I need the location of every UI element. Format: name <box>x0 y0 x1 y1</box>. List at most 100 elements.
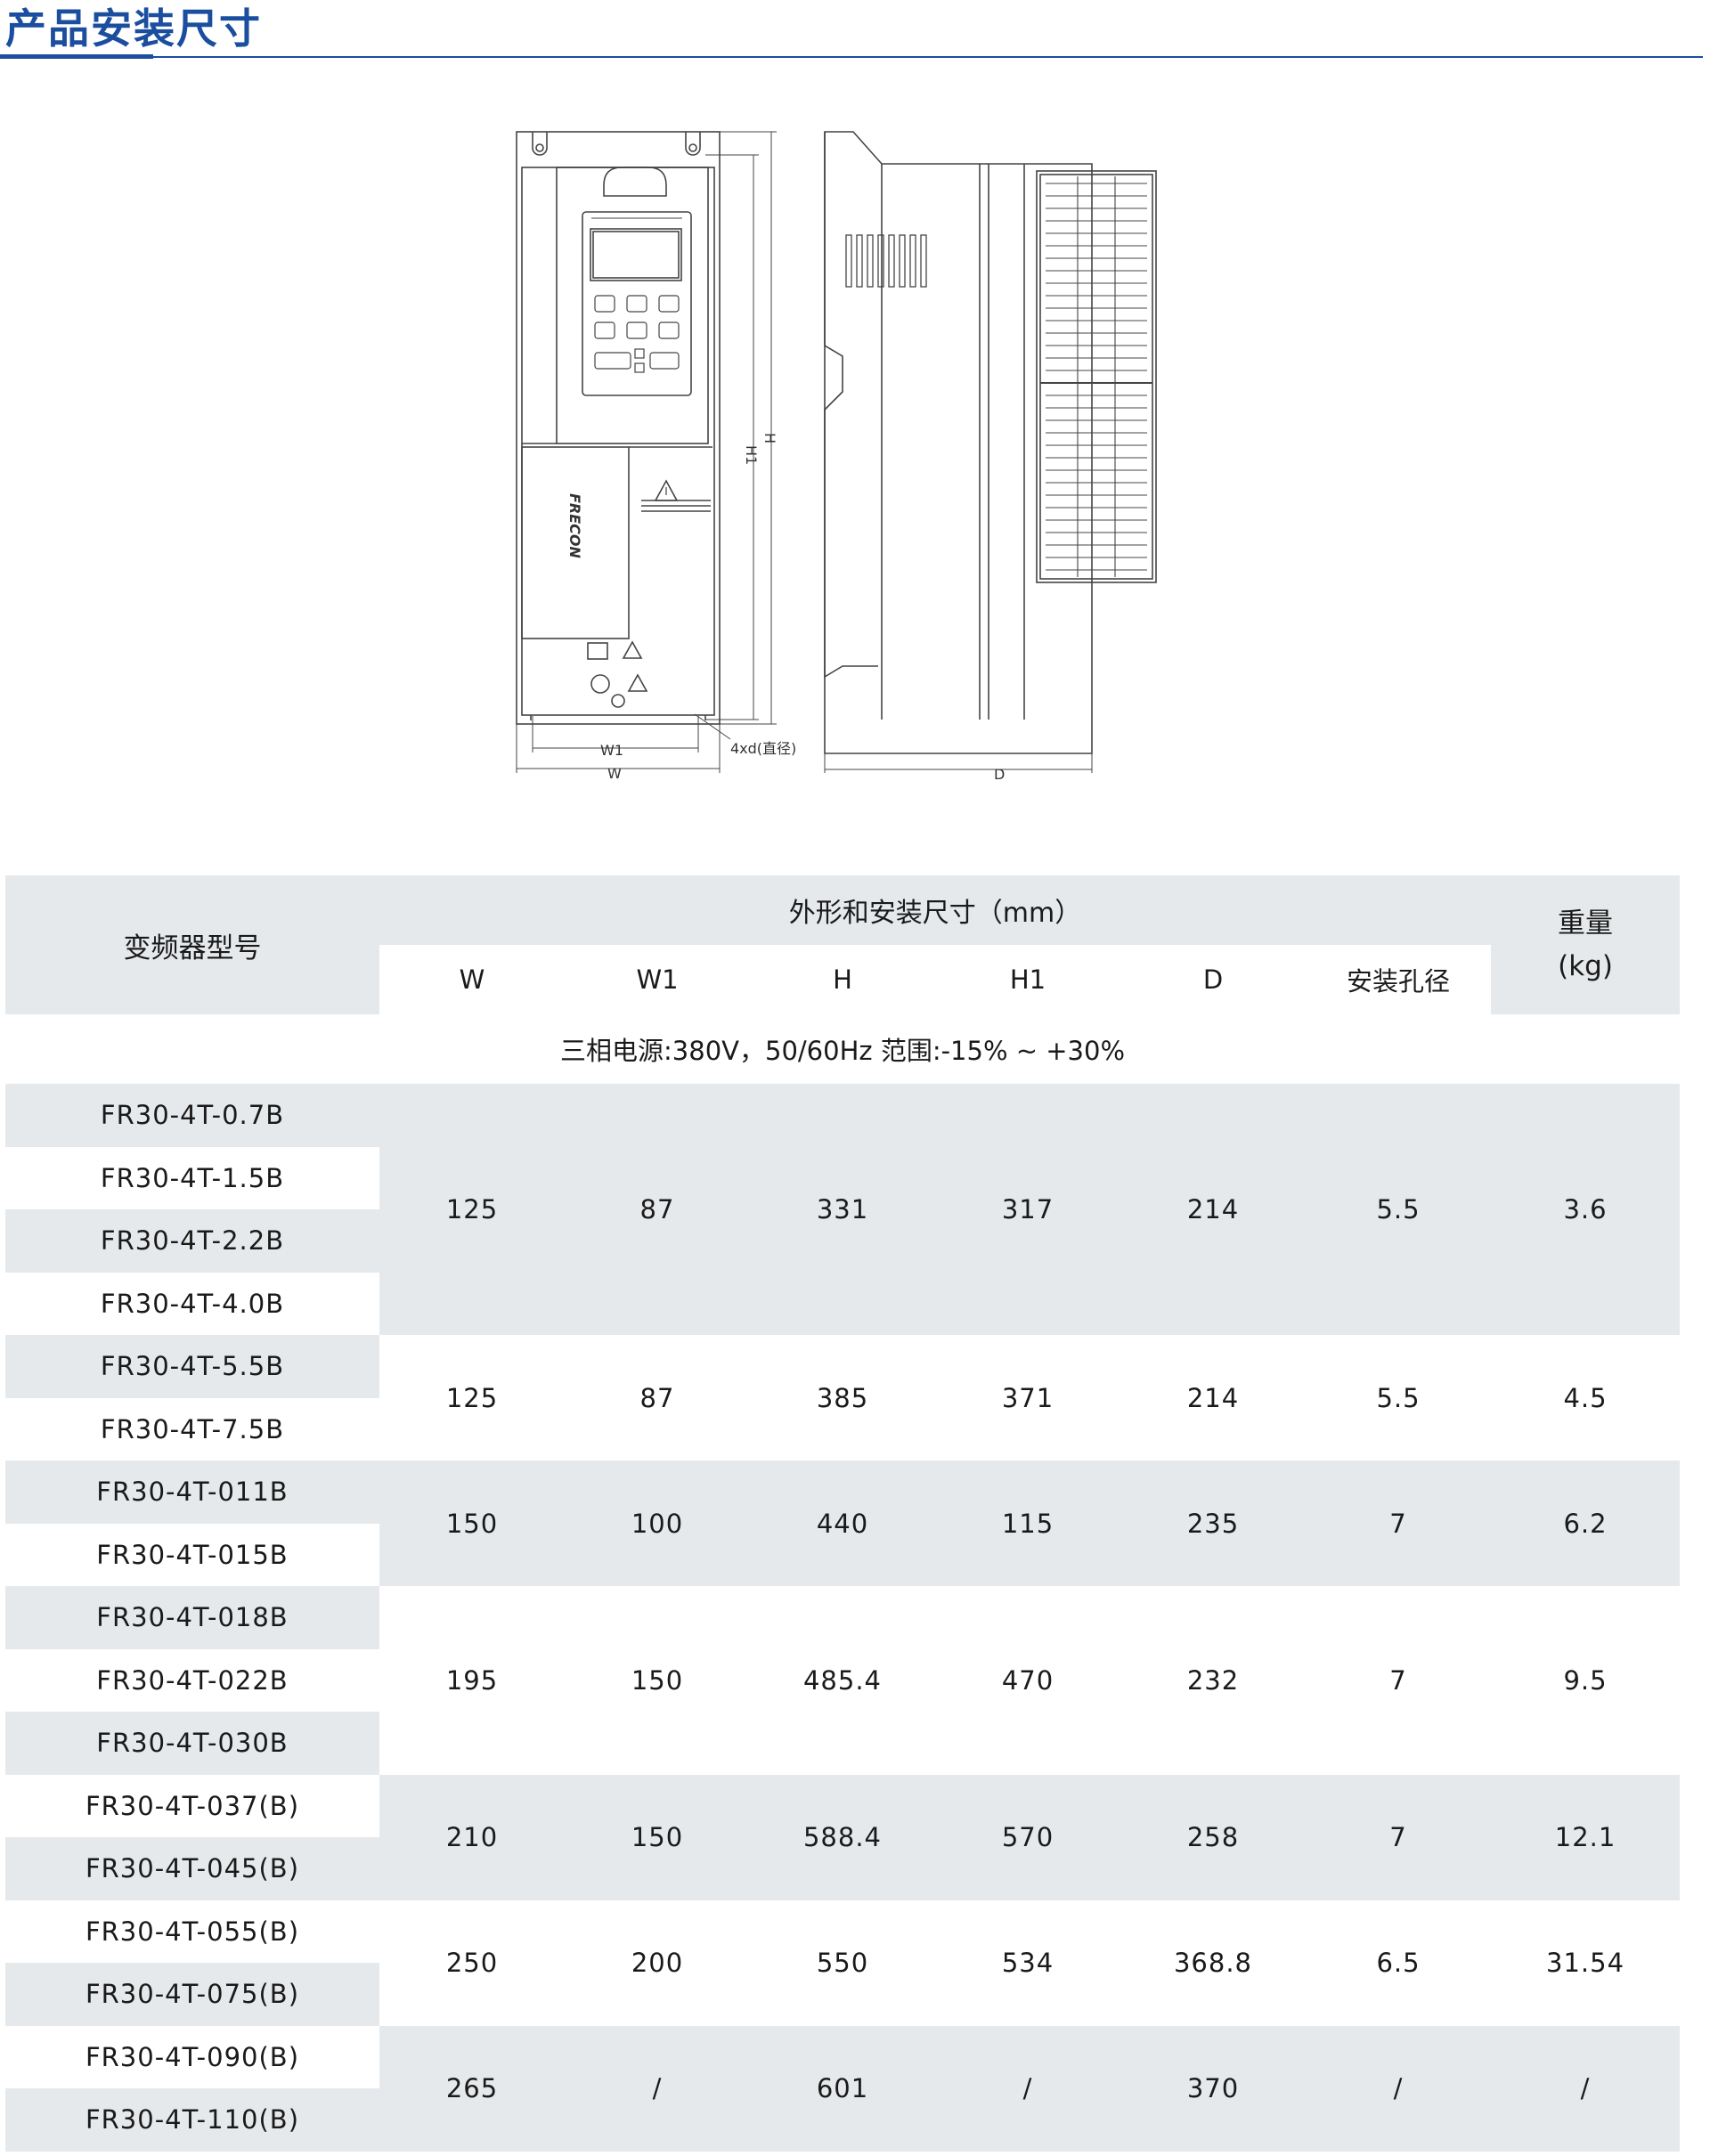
table-row: FR30-4T-045(B) <box>5 1837 1680 1900</box>
model-cell: FR30-4T-011B <box>5 1460 379 1524</box>
h1-cell: / <box>935 2025 1120 2152</box>
h1-cell: 534 <box>935 1900 1120 2026</box>
side-view-outline <box>824 131 1093 754</box>
col-header-hole: 安装孔径 <box>1306 945 1492 1014</box>
col-header-h1: H1 <box>935 945 1120 1014</box>
hole-cell: 7 <box>1306 1460 1492 1586</box>
w-cell: 195 <box>379 1586 565 1775</box>
model-cell: FR30-4T-090(B) <box>5 2025 379 2088</box>
table-row: FR30-4T-090(B) 265 / 601 / 370 / / <box>5 2025 1681 2152</box>
model-cell: FR30-4T-4.0B <box>5 1272 379 1335</box>
table-row: FR30-4T-4.0B <box>5 1272 1680 1335</box>
model-cell: FR30-4T-030B <box>5 1712 379 1775</box>
h1-cell: 115 <box>935 1460 1120 1586</box>
front-view-outline <box>516 131 721 725</box>
table-row: FR30-4T-7.5B <box>5 1397 1680 1460</box>
model-cell: FR30-4T-7.5B <box>5 1397 379 1460</box>
table-row: FR30-4T-075(B) <box>5 1963 1680 2026</box>
model-cell: FR30-4T-0.7B <box>5 1084 379 1147</box>
model-cell: FR30-4T-018B <box>5 1586 379 1649</box>
h1-cell: 470 <box>935 1586 1120 1775</box>
dim-label-w: W <box>607 765 622 782</box>
dim-label-w1: W1 <box>600 742 623 759</box>
w-cell: 265 <box>379 2025 565 2152</box>
w-cell: 150 <box>379 1460 565 1586</box>
weight-cell: 6.2 <box>1491 1460 1681 1586</box>
table-row: FR30-4T-015B <box>5 1523 1680 1586</box>
w1-cell: / <box>565 2025 750 2152</box>
table-row: FR30-4T-110(B) <box>5 2088 1680 2152</box>
spec-table: 变频器型号 外形和安装尺寸（mm） 重量 (kg) W W1 H H1 D 安装… <box>5 875 1681 2152</box>
h1-cell: 317 <box>935 1084 1120 1335</box>
brand-text: FRECON <box>566 493 583 559</box>
col-header-w: W <box>379 945 565 1014</box>
model-cell: FR30-4T-2.2B <box>5 1209 379 1273</box>
installation-drawing: FRECON W1 W H1 H 4xd(直径) D <box>508 125 1185 793</box>
hole-cell: 5.5 <box>1306 1335 1492 1460</box>
w1-cell: 100 <box>565 1460 750 1586</box>
power-note: 三相电源:380V，50/60Hz 范围:-15% ~ +30% <box>5 1014 1681 1084</box>
table-row: FR30-4T-055(B) 250 200 550 534 368.8 6.5… <box>5 1900 1681 2026</box>
dim-label-hole: 4xd(直径) <box>730 740 796 757</box>
d-cell: 214 <box>1120 1335 1306 1460</box>
h-cell: 485.4 <box>750 1586 935 1775</box>
table-row: FR30-4T-5.5B 125 87 385 371 214 5.5 4.5 <box>5 1335 1681 1460</box>
d-cell: 370 <box>1120 2025 1306 2152</box>
title-rule <box>0 56 1703 58</box>
w-cell: 125 <box>379 1084 565 1335</box>
h1-cell: 570 <box>935 1774 1120 1900</box>
h-cell: 601 <box>750 2025 935 2152</box>
weight-cell: 9.5 <box>1491 1586 1681 1775</box>
model-cell: FR30-4T-5.5B <box>5 1335 379 1398</box>
table-row: FR30-4T-1.5B <box>5 1146 1680 1209</box>
model-cell: FR30-4T-1.5B <box>5 1146 379 1209</box>
hole-cell: 5.5 <box>1306 1084 1492 1335</box>
w1-cell: 87 <box>565 1084 750 1335</box>
weight-cell: 12.1 <box>1491 1774 1681 1900</box>
d-cell: 214 <box>1120 1084 1306 1335</box>
table-row: FR30-4T-037(B) 210 150 588.4 570 258 7 1… <box>5 1774 1681 1900</box>
h-cell: 385 <box>750 1335 935 1460</box>
hole-cell: 7 <box>1306 1774 1492 1900</box>
hole-cell: / <box>1306 2025 1492 2152</box>
table-row: FR30-4T-011B 150 100 440 115 235 7 6.2 <box>5 1460 1681 1586</box>
keypad-outline <box>582 211 692 396</box>
title-rule-accent <box>0 54 153 59</box>
weight-cell: 31.54 <box>1491 1900 1681 2026</box>
w1-cell: 87 <box>565 1335 750 1460</box>
d-cell: 368.8 <box>1120 1900 1306 2026</box>
table-row: FR30-4T-0.7B 125 87 331 317 214 5.5 3.6 <box>5 1084 1681 1335</box>
model-cell: FR30-4T-015B <box>5 1523 379 1586</box>
hole-cell: 7 <box>1306 1586 1492 1775</box>
model-cell: FR30-4T-075(B) <box>5 1963 379 2026</box>
table-row: FR30-4T-2.2B <box>5 1209 1680 1273</box>
w-cell: 250 <box>379 1900 565 2026</box>
h-cell: 588.4 <box>750 1774 935 1900</box>
d-cell: 258 <box>1120 1774 1306 1900</box>
d-cell: 232 <box>1120 1586 1306 1775</box>
hole-cell: 6.5 <box>1306 1900 1492 2026</box>
w1-cell: 150 <box>565 1586 750 1775</box>
dim-label-h: H <box>761 433 778 443</box>
dim-label-h1: H1 <box>743 445 760 465</box>
weight-cell: / <box>1491 2025 1681 2152</box>
w-cell: 210 <box>379 1774 565 1900</box>
table-row: FR30-4T-022B <box>5 1648 1680 1712</box>
h-cell: 440 <box>750 1460 935 1586</box>
table-row: FR30-4T-018B 195 150 485.4 470 232 7 9.5 <box>5 1586 1681 1775</box>
h1-cell: 371 <box>935 1335 1120 1460</box>
h-cell: 331 <box>750 1084 935 1335</box>
weight-cell: 3.6 <box>1491 1084 1681 1335</box>
d-cell: 235 <box>1120 1460 1306 1586</box>
dim-label-d: D <box>994 766 1005 783</box>
model-header: 变频器型号 <box>5 875 379 1014</box>
dims-header: 外形和安装尺寸（mm） <box>379 875 1492 945</box>
model-cell: FR30-4T-110(B) <box>5 2088 379 2152</box>
col-header-w1: W1 <box>565 945 750 1014</box>
model-cell: FR30-4T-045(B) <box>5 1837 379 1900</box>
weight-cell: 4.5 <box>1491 1335 1681 1460</box>
h-cell: 550 <box>750 1900 935 2026</box>
w1-cell: 200 <box>565 1900 750 2026</box>
model-cell: FR30-4T-037(B) <box>5 1774 379 1837</box>
weight-header: 重量 (kg) <box>1491 875 1681 1014</box>
